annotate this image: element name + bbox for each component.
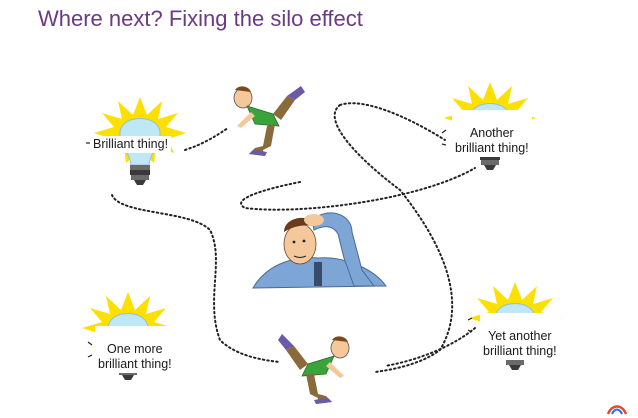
bulb-label-text: One more brilliant thing! [98, 342, 172, 371]
bulb-label-brilliant-thing: Brilliant thing! [90, 136, 172, 153]
bulb-label-one-more-brilliant-thing: One more brilliant thing! [95, 326, 175, 373]
slide-title: Where next? Fixing the silo effect [38, 6, 363, 31]
bulb-label-yet-another-brilliant-thing: Yet another brilliant thing! [480, 313, 560, 360]
thinking-man-icon [252, 212, 387, 289]
bulb-label-text: Brilliant thing! [93, 137, 169, 151]
motion-marks [86, 129, 473, 358]
bulb-label-text: Yet another brilliant thing! [483, 329, 557, 358]
connection-paths [111, 102, 476, 373]
stumbling-man-icon [278, 334, 350, 404]
bulb-label-another-brilliant-thing: Another brilliant thing! [452, 110, 532, 157]
bulb-label-text: Another brilliant thing! [455, 126, 529, 155]
corner-logo-icon [606, 405, 628, 415]
stumbling-man-icon [233, 86, 305, 156]
